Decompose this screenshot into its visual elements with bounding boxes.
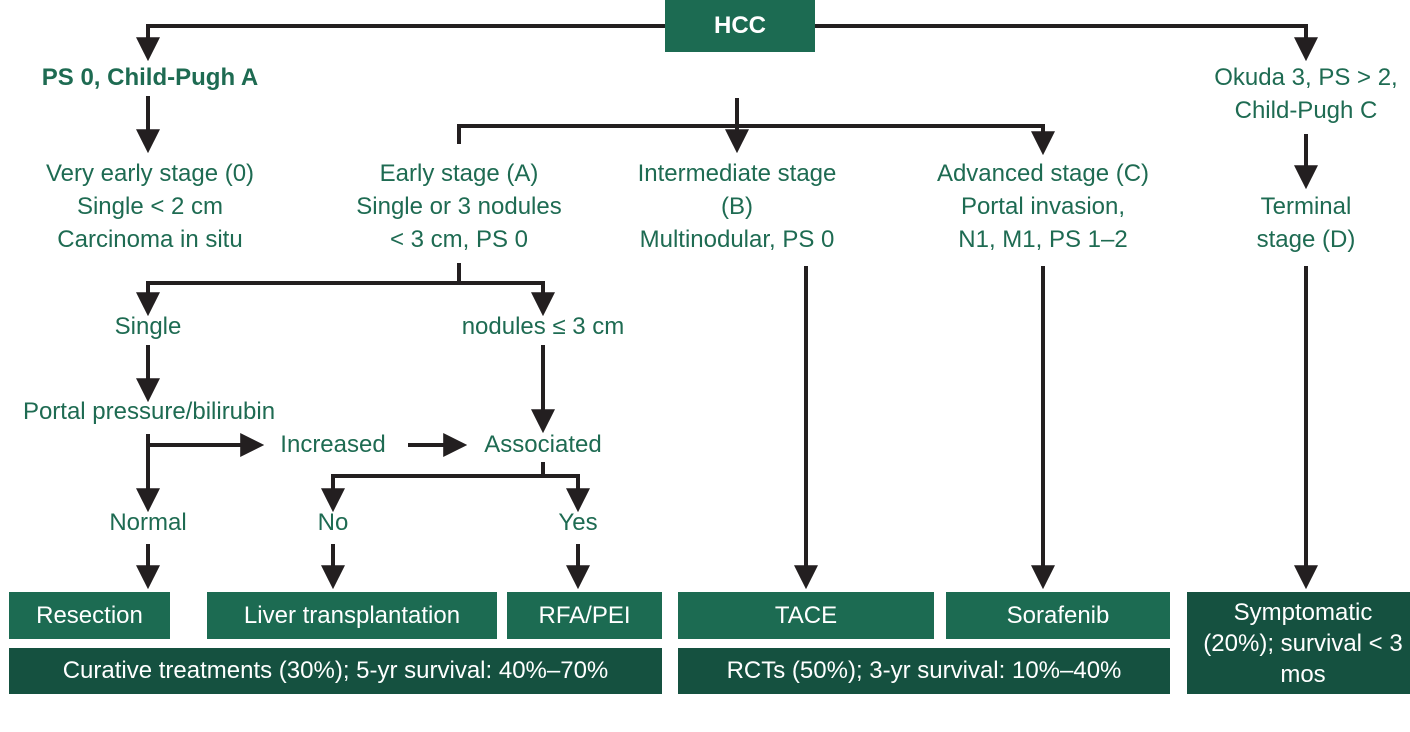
- treatment-symptomatic-label: Symptomatic (20%); survival < 3 mos: [1203, 598, 1403, 688]
- treatment-tace: TACE: [678, 592, 934, 639]
- treatment-rfa-pei-label: RFA/PEI: [538, 601, 631, 629]
- branch-portal-pressure: Portal pressure/bilirubin: [22, 398, 276, 425]
- right-criteria-line1: Okuda 3, PS > 2,: [1214, 64, 1398, 91]
- stage-terminal: Terminal stage (D): [1216, 190, 1396, 256]
- treatment-symptomatic: Symptomatic (20%); survival < 3 mos: [1187, 592, 1410, 694]
- right-criteria: Okuda 3, PS > 2, Child-Pugh C: [1194, 61, 1410, 127]
- stage-advanced-title: Advanced stage (C): [936, 160, 1150, 187]
- stage-very-early-line3: Carcinoma in situ: [57, 226, 243, 253]
- stage-terminal-line2: stage (D): [1256, 226, 1356, 253]
- stage-early-title: Early stage (A): [379, 160, 539, 187]
- right-criteria-line2: Child-Pugh C: [1234, 97, 1378, 124]
- outcome-curative-label: Curative treatments (30%); 5-yr survival…: [62, 657, 609, 684]
- branch-single: Single: [114, 313, 182, 340]
- treatment-resection: Resection: [9, 592, 170, 639]
- outcome-rcts-label: RCTs (50%); 3-yr survival: 10%–40%: [726, 657, 1122, 684]
- stage-intermediate-line3: Multinodular, PS 0: [639, 226, 835, 253]
- stage-early: Early stage (A) Single or 3 nodules < 3 …: [327, 157, 591, 256]
- treatment-liver-transplantation: Liver transplantation: [207, 592, 497, 639]
- treatment-sorafenib: Sorafenib: [946, 592, 1170, 639]
- treatment-rfa-pei: RFA/PEI: [507, 592, 662, 639]
- stage-early-line2: Single or 3 nodules: [356, 193, 562, 220]
- branch-nodules: nodules ≤ 3 cm: [461, 313, 625, 340]
- stage-terminal-line1: Terminal: [1260, 193, 1352, 220]
- treatment-tace-label: TACE: [774, 601, 838, 629]
- treatment-liver-transplantation-label: Liver transplantation: [243, 601, 461, 629]
- branch-increased: Increased: [280, 431, 386, 458]
- branch-normal: Normal: [109, 509, 187, 536]
- treatment-sorafenib-label: Sorafenib: [1006, 601, 1110, 629]
- stage-advanced-line2: Portal invasion,: [960, 193, 1126, 220]
- stage-very-early-line2: Single < 2 cm: [76, 193, 224, 220]
- outcome-curative: Curative treatments (30%); 5-yr survival…: [9, 648, 662, 694]
- stage-intermediate: Intermediate stage (B) Multinodular, PS …: [607, 157, 867, 256]
- outcome-rcts: RCTs (50%); 3-yr survival: 10%–40%: [678, 648, 1170, 694]
- branch-associated: Associated: [484, 431, 602, 458]
- stage-advanced-line3: N1, M1, PS 1–2: [958, 226, 1128, 253]
- hcc-root-box: HCC: [665, 0, 815, 52]
- stage-advanced: Advanced stage (C) Portal invasion, N1, …: [912, 157, 1174, 256]
- stage-intermediate-line2: (B): [721, 193, 753, 220]
- hcc-root-label: HCC: [714, 12, 766, 39]
- branch-yes: Yes: [558, 509, 598, 536]
- stage-very-early: Very early stage (0) Single < 2 cm Carci…: [18, 157, 282, 256]
- stage-early-line3: < 3 cm, PS 0: [389, 226, 529, 253]
- treatment-resection-label: Resection: [36, 601, 143, 629]
- stage-very-early-title: Very early stage (0): [45, 160, 255, 187]
- branch-no: No: [317, 509, 349, 536]
- left-criteria-label: PS 0, Child-Pugh A: [41, 64, 259, 91]
- stage-intermediate-title: Intermediate stage: [637, 160, 837, 187]
